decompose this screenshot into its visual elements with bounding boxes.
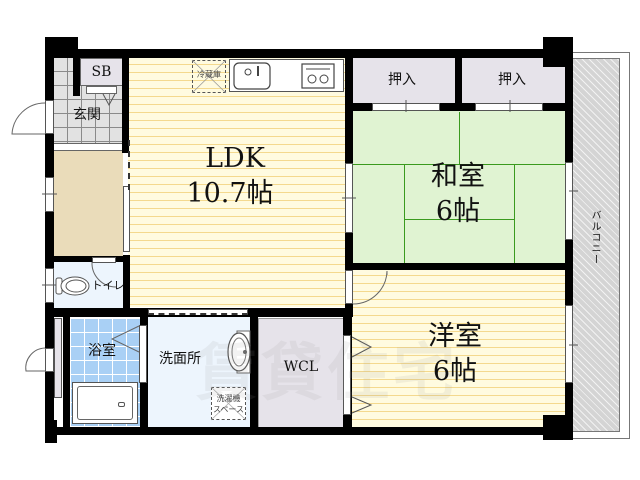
toilet-label: トイレ: [91, 279, 125, 292]
oshiire-2-label: 押入: [498, 72, 526, 88]
balcony-label: バルコニー: [589, 210, 600, 265]
fridge-cross-icon: [191, 59, 227, 94]
room-ldk[interactable]: [128, 57, 350, 307]
watermark: 賃貸住宅: [195, 336, 460, 409]
wall: [352, 263, 566, 270]
fridge-label: 冷蔵庫: [197, 70, 221, 79]
toilet-door-frame: [92, 257, 116, 263]
window-bath-left: [54, 318, 62, 398]
fridge-space: [192, 60, 226, 93]
tatami-line: [404, 164, 405, 264]
window-washitsu-right[interactable]: [565, 162, 573, 240]
tatami-line: [459, 112, 460, 164]
washer-label-line2: スペース: [212, 405, 245, 414]
bathtub[interactable]: [72, 382, 138, 424]
tatami-line: [514, 164, 515, 264]
sink-icon[interactable]: [233, 62, 273, 90]
wall: [352, 103, 566, 111]
bath-window-frame: [45, 348, 54, 372]
wall: [45, 427, 573, 435]
wall: [122, 58, 129, 153]
wall: [123, 255, 130, 315]
washroom-sliding-door[interactable]: [148, 309, 248, 315]
room-youshitsu[interactable]: [352, 268, 567, 430]
tatami-line: [353, 164, 566, 165]
wall: [45, 37, 54, 442]
wall: [45, 49, 570, 58]
toilet-icon[interactable]: [55, 275, 91, 297]
ldk-name: LDK: [205, 143, 265, 174]
room-oshiire-1[interactable]: [352, 57, 457, 104]
sb-shelf: [86, 86, 117, 94]
genkan-step: [53, 143, 125, 151]
youshitsu-name: 洋室: [428, 321, 482, 352]
bath-label: 浴室: [88, 343, 116, 359]
wall: [250, 317, 258, 429]
youshitsu-size: 6帖: [432, 356, 478, 387]
genkan-label: 玄関: [73, 107, 101, 123]
washer-cross-icon: [210, 386, 247, 421]
balcony[interactable]: [572, 58, 620, 432]
washbasin-icon[interactable]: [225, 330, 251, 374]
oshiire-1-label: 押入: [388, 72, 416, 88]
wall: [53, 256, 130, 262]
wcl-label: WCL: [283, 359, 319, 375]
room-storage[interactable]: [53, 151, 123, 257]
washer-label-line1: 洗濯機: [216, 394, 241, 403]
wall: [455, 58, 462, 111]
washitsu-size: 6帖: [435, 196, 481, 227]
ldk-door-dashes: [128, 140, 130, 190]
genkan-door-frame: [45, 100, 54, 134]
window-youshitsu-right[interactable]: [565, 305, 573, 383]
wcl-doors[interactable]: [343, 335, 351, 415]
stove-icon[interactable]: [301, 63, 335, 89]
wall: [73, 58, 80, 96]
washitsu-name: 和室: [431, 161, 485, 192]
ldk-size: 10.7帖: [186, 178, 274, 209]
sliding-door-oshiire-2[interactable]: [475, 103, 543, 111]
youshitsu-door-frame: [345, 270, 353, 304]
storage-door[interactable]: [123, 186, 130, 252]
tatami-line: [404, 219, 514, 220]
washroom-label: 洗面所: [159, 351, 201, 367]
bathtub-inner: [77, 386, 133, 420]
bath-door[interactable]: [139, 325, 147, 383]
bathtub-drain: [118, 402, 125, 407]
room-sb[interactable]: [80, 58, 123, 86]
wall: [63, 317, 70, 432]
sb-label: SB: [91, 64, 112, 80]
